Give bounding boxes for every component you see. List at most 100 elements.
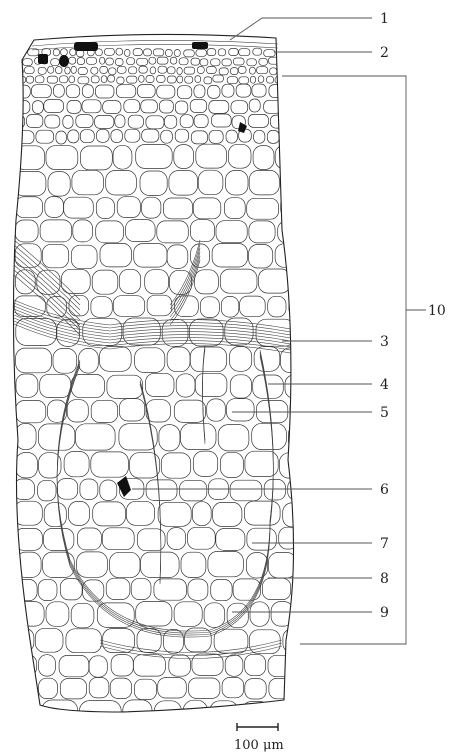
cell [209, 130, 223, 143]
cell [211, 59, 220, 66]
cell [15, 220, 38, 242]
cell [227, 77, 238, 84]
cell [77, 528, 101, 550]
fibre-strand [100, 640, 282, 653]
cell [164, 115, 176, 128]
fibre-strand [14, 250, 80, 310]
cell [295, 579, 326, 600]
cell [91, 452, 129, 477]
cell [213, 75, 224, 82]
cell [100, 347, 132, 372]
cell [111, 655, 133, 676]
cell [290, 399, 310, 421]
cell [157, 57, 168, 64]
cell [106, 578, 130, 599]
cell [76, 115, 93, 128]
cell [32, 101, 43, 114]
cell [16, 146, 45, 170]
cell [250, 602, 269, 627]
cell [233, 58, 244, 65]
cell [35, 628, 63, 652]
cell [239, 77, 249, 84]
cell [16, 453, 38, 478]
cell [71, 245, 97, 269]
cell [100, 66, 108, 73]
cell [100, 57, 105, 64]
cell [252, 84, 266, 97]
cell [158, 678, 187, 698]
cell [48, 66, 54, 73]
cell [239, 49, 250, 56]
cell [298, 319, 331, 346]
fibre-strand [57, 352, 273, 633]
cell [200, 297, 219, 318]
cell [167, 347, 190, 372]
cell [218, 49, 226, 56]
cell [222, 59, 232, 66]
cell [294, 603, 314, 628]
cell [220, 452, 243, 477]
label-9: 9 [380, 605, 389, 621]
cell [209, 100, 229, 113]
cell [225, 655, 243, 676]
cell [110, 678, 131, 698]
cell [193, 198, 221, 219]
cell [69, 57, 76, 64]
cell [291, 66, 298, 73]
cell [174, 602, 202, 627]
cell [68, 130, 79, 143]
cell [69, 76, 75, 83]
cell [135, 348, 165, 373]
cell [101, 76, 107, 83]
cell [169, 171, 198, 196]
cell [14, 501, 42, 525]
cell [108, 75, 115, 82]
cell [195, 373, 227, 396]
cell [180, 480, 207, 501]
cell [133, 655, 165, 676]
label-2: 2 [380, 45, 389, 61]
cell [247, 59, 257, 66]
cell [35, 76, 44, 83]
cell [207, 399, 226, 421]
cell [77, 58, 84, 65]
cell [137, 58, 148, 65]
cell [103, 629, 135, 653]
cell [236, 84, 251, 97]
cell [72, 170, 104, 195]
cell [259, 58, 268, 65]
cell [136, 145, 173, 169]
cell [253, 146, 274, 170]
cell [289, 296, 307, 317]
cell [188, 527, 216, 549]
cell [91, 297, 112, 318]
cell [96, 198, 114, 219]
cell [288, 424, 324, 450]
cell [208, 85, 220, 98]
cell [106, 58, 114, 65]
cell [167, 67, 175, 74]
cell [95, 115, 114, 128]
cell [190, 347, 226, 372]
cell [185, 76, 193, 83]
cell [64, 197, 94, 218]
cell [198, 170, 223, 195]
cell [146, 480, 177, 501]
cell [257, 67, 268, 74]
fibre-strand [57, 354, 273, 635]
cell [157, 85, 175, 98]
cell [253, 48, 262, 55]
cell [139, 66, 147, 73]
cell [153, 49, 164, 56]
cell [161, 453, 190, 478]
cell [222, 677, 244, 697]
cell [238, 66, 246, 73]
cell [190, 100, 207, 113]
cell [16, 401, 46, 423]
cell [167, 528, 186, 550]
cell [39, 678, 58, 698]
cell [279, 453, 304, 478]
cell [281, 348, 317, 373]
cell [82, 85, 93, 98]
cell [46, 602, 69, 627]
